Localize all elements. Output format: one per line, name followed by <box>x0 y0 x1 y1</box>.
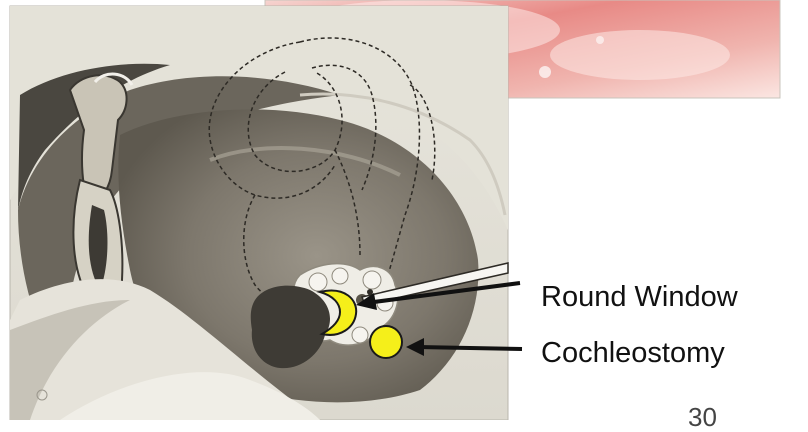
round-window-label: Round Window <box>541 283 738 312</box>
cochleostomy-label: Cochleostomy <box>541 339 725 368</box>
page-number: 30 <box>688 404 717 430</box>
cochleostomy-marker <box>370 326 402 358</box>
middle-ear-illustration <box>10 6 508 420</box>
slide: Round Window Cochleostomy 30 <box>0 0 808 420</box>
